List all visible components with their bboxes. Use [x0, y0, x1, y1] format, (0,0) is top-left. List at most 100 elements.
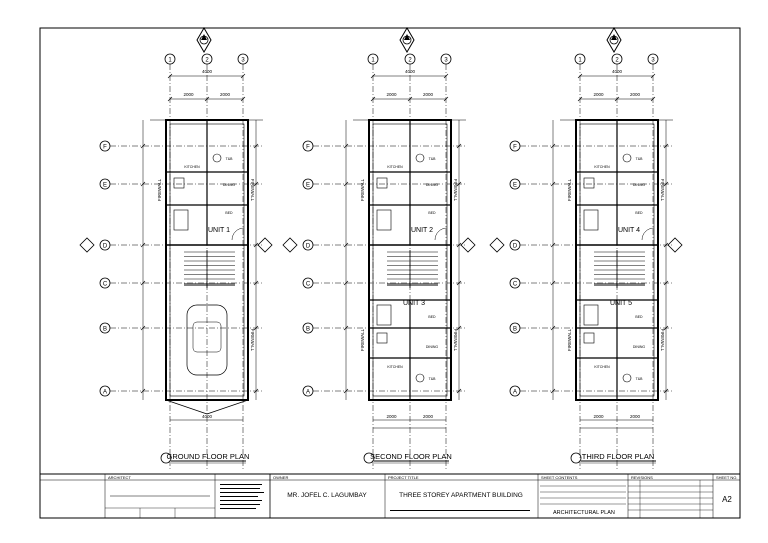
stove-icon — [173, 177, 185, 189]
dimension-tick — [253, 242, 259, 248]
dimension-tick — [456, 325, 462, 331]
grid-column-bubble — [611, 53, 623, 65]
dimension-tick — [456, 280, 462, 286]
bed-icon — [376, 209, 392, 231]
dimension-tick — [253, 388, 259, 394]
grid-column-label: 2 — [408, 58, 412, 64]
dimension-tick — [577, 96, 583, 102]
dimension-tick — [140, 181, 146, 187]
grid-row-label: E — [306, 183, 310, 189]
grid-row-bubble — [509, 322, 521, 334]
grid-column-bubble — [440, 53, 452, 65]
dimension-tick — [370, 73, 376, 79]
door-swing-icon — [434, 227, 448, 241]
grid-row-label: B — [103, 327, 107, 333]
firewall-label: FIREWALL — [660, 179, 665, 202]
dimension-tick — [253, 181, 259, 187]
firewall-label: FIREWALL — [250, 179, 255, 202]
north-arrow-outline — [399, 27, 415, 53]
room-label: BED — [225, 211, 233, 215]
dimension-tick — [550, 325, 556, 331]
dimension-tick — [140, 388, 146, 394]
grid-row-bubble — [302, 178, 314, 190]
dimension-text: 4000 — [202, 414, 213, 419]
dimension-tick — [663, 388, 669, 394]
project-header: PROJECT TITLE — [388, 475, 419, 480]
dimension-text: 4000 — [202, 69, 213, 74]
firewall-label: FIREWALL — [360, 178, 365, 201]
architect-header: ARCHITECT — [108, 475, 131, 480]
grid-row-bubble — [99, 140, 111, 152]
grid-row-label: E — [103, 183, 107, 189]
dimension-text: 2000 — [423, 414, 434, 419]
plan-title: SECOND FLOOR PLAN — [370, 452, 452, 461]
grid-row-label: F — [306, 145, 310, 151]
room-label: KITCHEN — [387, 365, 403, 369]
dimension-tick — [550, 143, 556, 149]
garage-entry — [165, 399, 208, 415]
sheet-no-header: SHEET NO. — [716, 475, 738, 480]
door-swing-icon — [641, 227, 655, 241]
dimension-tick — [550, 388, 556, 394]
firewall-label: FIREWALL — [250, 329, 255, 352]
room-label: T&B — [636, 157, 643, 161]
unit-label: UNIT 3 — [403, 300, 425, 307]
grid-row-label: D — [513, 244, 518, 250]
room-label: KITCHEN — [387, 165, 403, 169]
grid-row-label: B — [513, 327, 517, 333]
dimension-tick — [663, 181, 669, 187]
grid-row-label: A — [103, 390, 107, 396]
room-label: DINING — [633, 345, 646, 349]
dimension-text: 2000 — [593, 92, 604, 97]
room-label: KITCHEN — [594, 365, 610, 369]
north-arrow-icon — [606, 27, 622, 53]
stove-icon — [583, 177, 595, 189]
dimension-text: 2000 — [630, 414, 641, 419]
room-label: BED — [635, 211, 643, 215]
room-label: T&B — [429, 377, 436, 381]
dimension-tick — [253, 280, 259, 286]
project-title: THREE STOREY APARTMENT BUILDING — [399, 492, 523, 499]
grid-row-bubble — [99, 385, 111, 397]
bed-icon — [173, 209, 189, 231]
section-marker-right-icon — [460, 237, 476, 253]
dimension-tick — [140, 242, 146, 248]
north-arrow-outline — [606, 27, 622, 53]
dimension-tick — [456, 242, 462, 248]
bed-icon — [583, 304, 599, 326]
grid-row-bubble — [99, 322, 111, 334]
room-label: KITCHEN — [594, 165, 610, 169]
firewall-label: FIREWALL — [453, 329, 458, 352]
grid-row-label: D — [306, 244, 311, 250]
toilet-icon — [212, 153, 222, 163]
north-arrow-fill — [611, 34, 617, 40]
grid-row-bubble — [302, 322, 314, 334]
toilet-icon — [622, 373, 632, 383]
room-label: T&B — [226, 157, 233, 161]
grid-row-bubble — [99, 178, 111, 190]
room-label: BED — [635, 315, 643, 319]
sheet-number: A2 — [722, 495, 732, 504]
title-block: ARCHITECT OWNER MR. JOFEL C. LAGUMBAY PR… — [40, 473, 740, 518]
firewall-label: FIREWALL — [157, 178, 162, 201]
grid-column-bubble — [367, 53, 379, 65]
dimension-tick — [650, 73, 656, 79]
grid-column-bubble — [201, 53, 213, 65]
grid-row-label: B — [306, 327, 310, 333]
unit-label: UNIT 5 — [610, 300, 632, 307]
grid-column-label: 3 — [241, 58, 245, 64]
bed-icon — [376, 304, 392, 326]
north-arrow-fill — [201, 34, 207, 40]
dimension-tick — [456, 388, 462, 394]
stove-icon — [376, 177, 388, 189]
plan-title: THIRD FLOOR PLAN — [582, 452, 655, 461]
section-marker-left-icon — [282, 237, 298, 253]
dimension-tick — [443, 96, 449, 102]
grid-column-bubble — [574, 53, 586, 65]
toilet-icon — [622, 153, 632, 163]
room-label: DINING — [633, 183, 646, 187]
